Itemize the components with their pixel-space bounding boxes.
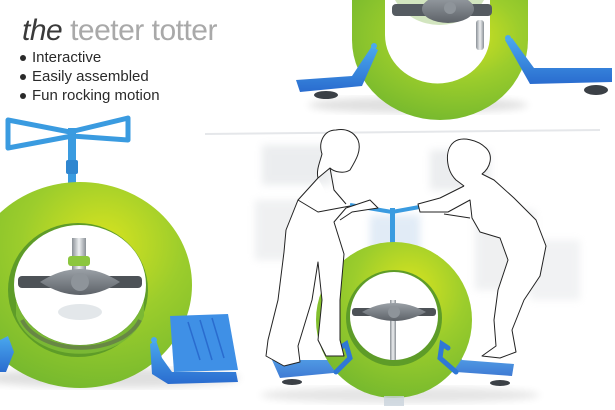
bullet-icon xyxy=(20,54,26,61)
feature-list: Interactive Easily assembled Fun rocking… xyxy=(20,48,160,105)
top-wheel-view xyxy=(296,0,612,120)
feature-item: Easily assembled xyxy=(20,67,160,86)
feature-item: Interactive xyxy=(20,48,160,67)
girl-figure xyxy=(265,129,379,367)
title-name: teeter totter xyxy=(70,14,217,47)
bullet-icon xyxy=(20,73,26,80)
feature-item: Fun rocking motion xyxy=(20,86,160,105)
play-scene xyxy=(204,129,601,406)
left-wheel-view xyxy=(0,115,240,388)
bullet-icon xyxy=(20,92,26,99)
boy-figure xyxy=(417,138,547,359)
title-prefix: the xyxy=(22,14,63,47)
product-title: the teeter totter xyxy=(22,14,217,48)
